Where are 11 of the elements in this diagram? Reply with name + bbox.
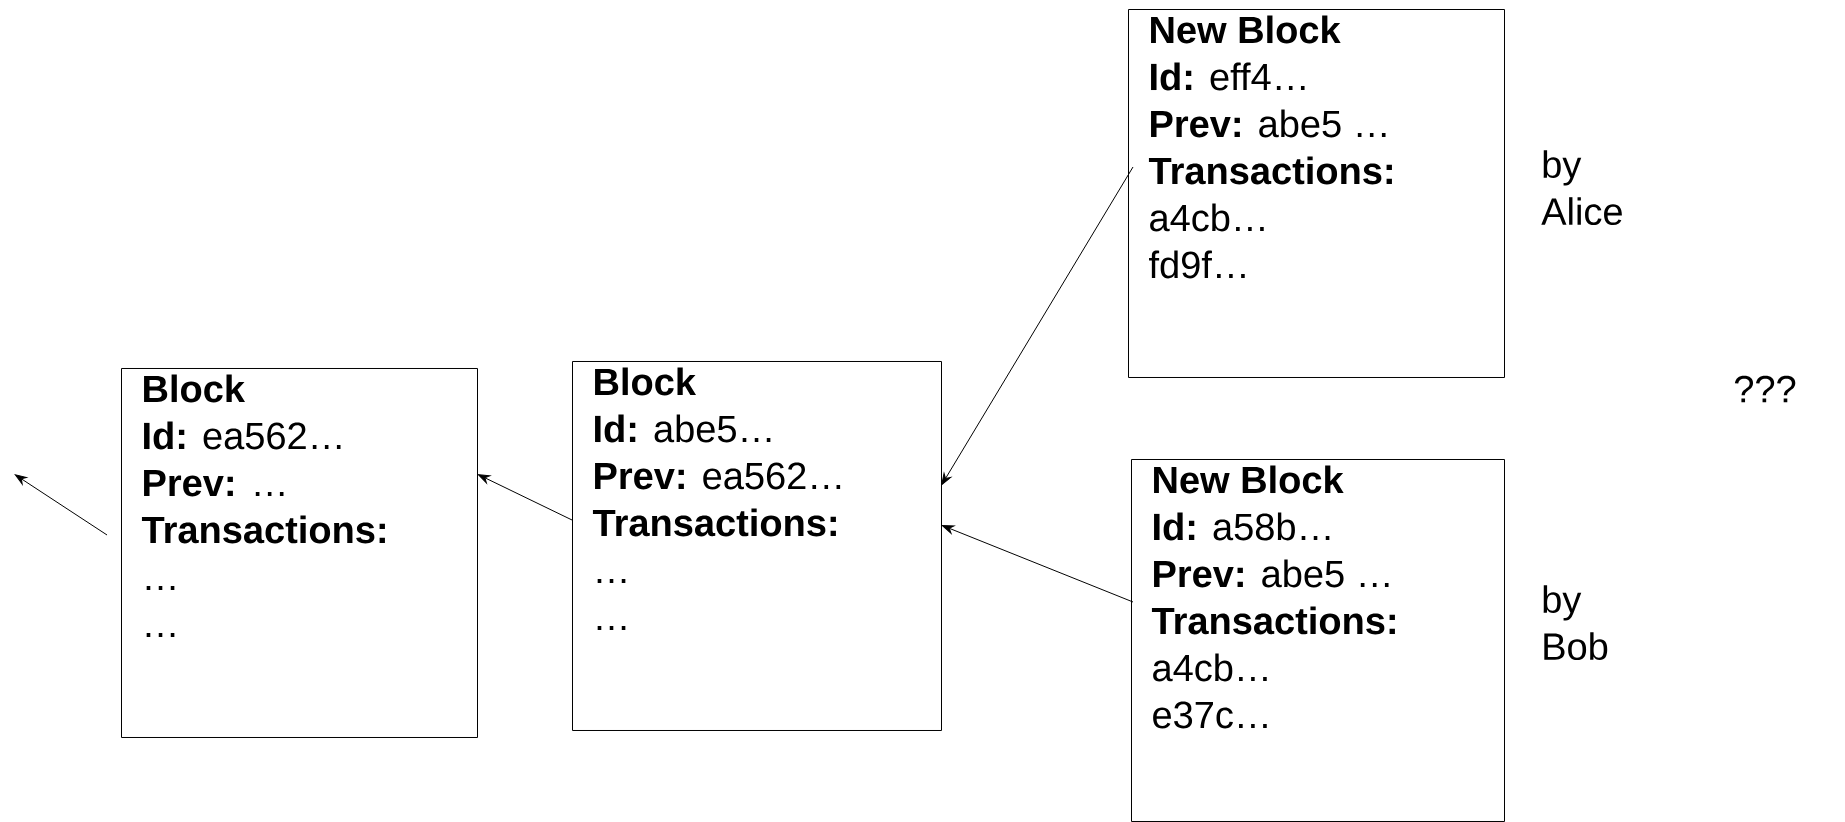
arrow xyxy=(941,166,1134,486)
block-box: New Block Id: eff4… Prev: abe5 … Transactions: a4cb… fd9f… xyxy=(1128,9,1505,378)
arrow xyxy=(14,474,108,536)
miner-label: by Bob xyxy=(1543,585,1608,661)
block-box: Block Id: abe5… Prev: ea562… Transactions: … … xyxy=(572,361,942,731)
block-box: Block Id: ea562… Prev: … Transactions: … … xyxy=(121,368,478,738)
miner-label: by Alice xyxy=(1541,150,1622,226)
arrow xyxy=(941,525,1134,603)
block-box: New Block Id: a58b… Prev: abe5 … Transactions: a4cb… e37c… xyxy=(1131,459,1505,822)
arrow xyxy=(477,474,573,521)
question-marks: ??? xyxy=(1734,375,1796,403)
